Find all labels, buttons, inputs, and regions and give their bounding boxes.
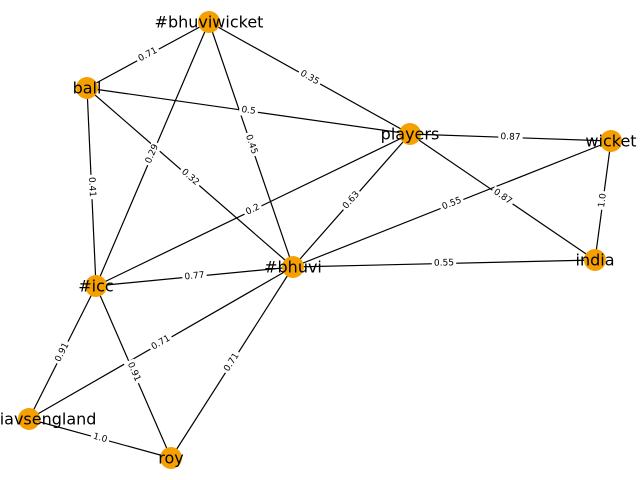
- node-icc: [85, 275, 107, 297]
- node-label-wicket: wicket: [585, 132, 636, 151]
- edge-label-background: [177, 165, 203, 190]
- node-label-india: india: [576, 251, 615, 270]
- edge-label-background: [498, 131, 523, 144]
- edge-label-background: [89, 430, 111, 447]
- edge-weight-label: 0.87: [500, 132, 520, 143]
- edge-weight-label: 0.35: [298, 69, 320, 87]
- node-label-icc: #icc: [78, 277, 113, 296]
- node-label-bhuvi: #bhuvi: [264, 258, 322, 277]
- edge-weight-label: 0.55: [434, 258, 454, 268]
- edge-label-group: 0.91: [52, 339, 73, 366]
- edge-label-background: [489, 185, 516, 209]
- edge-label-group: 0.2: [242, 200, 264, 220]
- edge-label-background: [431, 257, 457, 270]
- edge-label-group: 0.55: [431, 257, 457, 270]
- edge-label-group: 1.0: [596, 190, 610, 211]
- node-label-bhuviwicket: #bhuviwicket: [155, 13, 264, 32]
- edge-label-group: 0.71: [147, 332, 175, 354]
- edge-weight-label: 0.91: [125, 361, 142, 383]
- edge-label-background: [52, 339, 73, 366]
- edge-label-group: 0.71: [220, 349, 244, 376]
- node-indiavsengland: [18, 408, 40, 430]
- edge-label-background: [438, 194, 466, 214]
- edge-label-background: [296, 67, 323, 89]
- edge-label-group: 0.91: [123, 358, 144, 386]
- edge-weight-label: 0.71: [137, 46, 159, 64]
- edge-label-group: 1.0: [89, 430, 111, 447]
- edge-labels-layer: 0.710.350.450.290.50.320.410.870.870.630…: [52, 44, 610, 447]
- edge-label-background: [181, 269, 208, 284]
- node-bhuviwicket: [198, 11, 220, 33]
- edge-label-background: [238, 104, 259, 118]
- edge-label-background: [123, 358, 144, 386]
- edge-label-background: [142, 140, 163, 168]
- node-labels-layer: #bhuviwicket ball players wicket india #bhuvi…: [0, 13, 637, 468]
- edge-weight-label: 0.77: [184, 271, 205, 283]
- edge-label-group: 0.77: [181, 269, 208, 284]
- node-players: [399, 123, 421, 145]
- edge-label-group: 0.55: [438, 194, 466, 214]
- node-label-indiavsengland: #indiavsengland: [0, 410, 96, 429]
- node-label-players: players: [381, 125, 440, 144]
- edge-weight-label: 0.5: [241, 105, 257, 117]
- edge-label-background: [220, 349, 244, 376]
- edge-weight-label: 0.29: [144, 143, 161, 166]
- node-roy: [160, 447, 182, 469]
- edge-label-group: 0.29: [142, 140, 163, 168]
- node-label-ball: ball: [73, 79, 102, 98]
- edge-label-background: [85, 174, 98, 200]
- edge-label-background: [242, 200, 264, 220]
- edge-label-background: [147, 332, 175, 354]
- edge-label-group: 0.35: [296, 67, 323, 89]
- edge-label-group: 0.87: [498, 131, 523, 144]
- node-ball: [76, 77, 98, 99]
- edge-label-group: 0.41: [85, 174, 98, 200]
- node-bhuvi: [282, 256, 304, 278]
- nodes-layer: [18, 11, 622, 469]
- edge-label-background: [241, 131, 261, 158]
- edges-layer: [28, 21, 612, 459]
- edge-weight-label: 1.0: [92, 432, 109, 446]
- edge-label-background: [339, 187, 364, 214]
- node-wicket: [600, 130, 622, 152]
- edge-label-group: 0.45: [241, 131, 261, 158]
- edge-weight-label: 0.91: [54, 341, 72, 363]
- edge-weight-label: 0.41: [86, 177, 97, 197]
- edge-label-background: [134, 44, 162, 66]
- node-label-roy: roy: [158, 449, 183, 468]
- edge-weight-label: 1.0: [597, 192, 609, 208]
- edge-label-group: 0.5: [238, 104, 259, 118]
- edge-label-group: 0.87: [489, 185, 516, 209]
- edge-label-background: [596, 190, 610, 211]
- edge-label-group: 0.71: [134, 44, 162, 66]
- node-india: [584, 249, 606, 271]
